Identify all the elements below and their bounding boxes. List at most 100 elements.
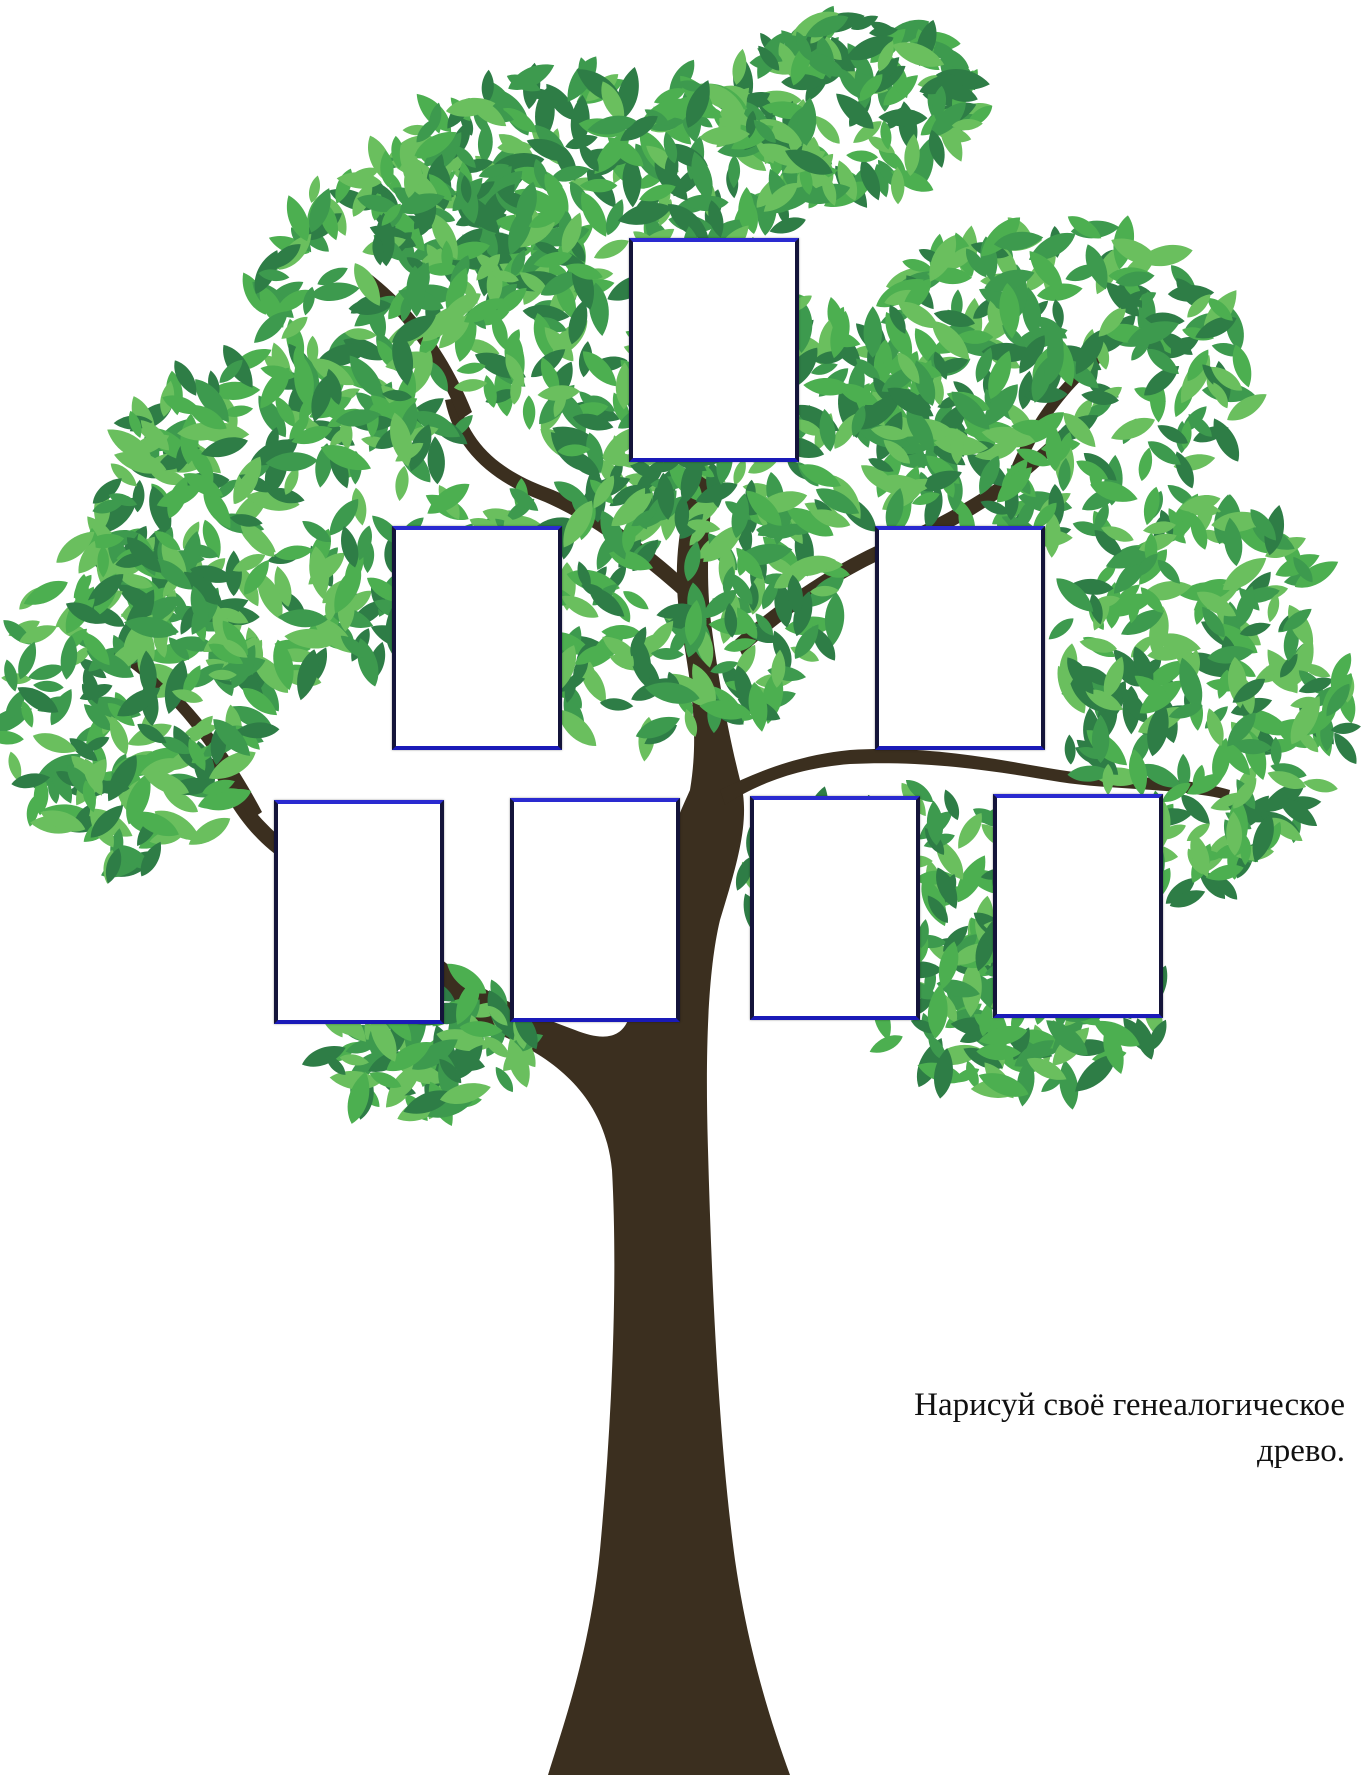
leaf (82, 668, 100, 705)
leaf (202, 779, 235, 795)
leaf (208, 643, 244, 665)
leaf (392, 208, 425, 252)
leaf (1160, 332, 1193, 355)
leaf (810, 509, 851, 528)
leaf (663, 131, 678, 164)
leaf (1076, 460, 1109, 480)
leaf (756, 523, 799, 539)
leaf (622, 517, 636, 554)
photo-frame-bottom-1[interactable] (274, 800, 444, 1024)
leaf (929, 102, 966, 138)
leaf (1207, 298, 1233, 321)
leaf (320, 444, 372, 471)
leaf (427, 436, 445, 485)
leaf (932, 85, 947, 122)
leaf (33, 680, 64, 692)
leaf (56, 531, 95, 563)
leaf (570, 94, 590, 147)
photo-frame-bottom-2[interactable] (510, 798, 680, 1022)
photo-frame-middle-right[interactable] (875, 526, 1045, 750)
leaf (1121, 609, 1164, 635)
leaf (976, 1044, 1022, 1061)
leaf (685, 519, 721, 533)
leaf (1205, 864, 1244, 881)
leaf (887, 387, 934, 417)
photo-frame-middle-left[interactable] (392, 526, 562, 750)
leaf (914, 360, 936, 406)
leaf (495, 1066, 514, 1093)
leaf (667, 204, 709, 240)
leaf (1202, 606, 1225, 638)
leaf (1093, 1020, 1140, 1047)
leaf (565, 449, 601, 477)
leaf (724, 501, 752, 520)
leaf (1146, 349, 1179, 374)
leaf (892, 42, 945, 67)
leaf (1017, 498, 1035, 532)
leaf (330, 426, 351, 446)
leaf (110, 463, 137, 487)
leaf (105, 848, 122, 884)
leaf (476, 254, 501, 281)
leaf (1192, 764, 1205, 795)
leaf (863, 306, 883, 358)
leaf (140, 420, 170, 451)
leaf (158, 736, 192, 755)
leaf (928, 1034, 946, 1061)
leaf (391, 135, 404, 169)
leaf (1079, 638, 1118, 653)
leaf (685, 80, 710, 128)
leaf (302, 520, 331, 542)
photo-frame-top[interactable] (629, 238, 799, 462)
leaf (1111, 238, 1161, 266)
leaf (794, 624, 819, 659)
leaf (188, 738, 206, 771)
leaf (953, 1068, 980, 1083)
leaf (572, 413, 614, 431)
leaf (855, 358, 880, 380)
leaf (979, 1002, 993, 1037)
leaf (951, 119, 983, 131)
leaf (546, 83, 575, 121)
leaf (1143, 521, 1176, 535)
leaf (1270, 763, 1307, 779)
leaf (684, 540, 701, 582)
leaf (880, 120, 892, 150)
leaf (208, 751, 256, 779)
leaf (83, 704, 112, 731)
leaf (1206, 708, 1224, 747)
leaf (183, 571, 223, 605)
leaf (1207, 646, 1255, 664)
leaf (1290, 696, 1319, 708)
leaf (484, 1036, 511, 1058)
leaf (1067, 765, 1112, 782)
photo-frame-bottom-4[interactable] (993, 794, 1163, 1018)
leaf (565, 263, 603, 280)
leaf (213, 719, 251, 756)
leaf (575, 645, 604, 665)
leaf (1139, 549, 1167, 585)
leaf (487, 1005, 508, 1026)
leaf (92, 499, 125, 514)
leaf (65, 602, 106, 624)
leaf (692, 663, 716, 708)
leaf (92, 478, 122, 504)
leaf (274, 545, 314, 561)
leaf (993, 231, 1044, 251)
leaf (963, 1047, 1003, 1070)
leaf (878, 108, 928, 127)
leaf (5, 689, 25, 721)
leaf (132, 811, 179, 836)
leaf (428, 360, 448, 392)
leaf (579, 143, 599, 172)
leaf (703, 524, 744, 563)
photo-frame-bottom-3[interactable] (750, 796, 920, 1020)
leaf (798, 464, 841, 487)
leaf (137, 723, 167, 744)
leaf (284, 466, 299, 495)
leaf (181, 531, 201, 577)
leaf (309, 188, 331, 233)
leaf (868, 458, 894, 472)
leaf (563, 500, 593, 548)
leaf (933, 47, 969, 69)
